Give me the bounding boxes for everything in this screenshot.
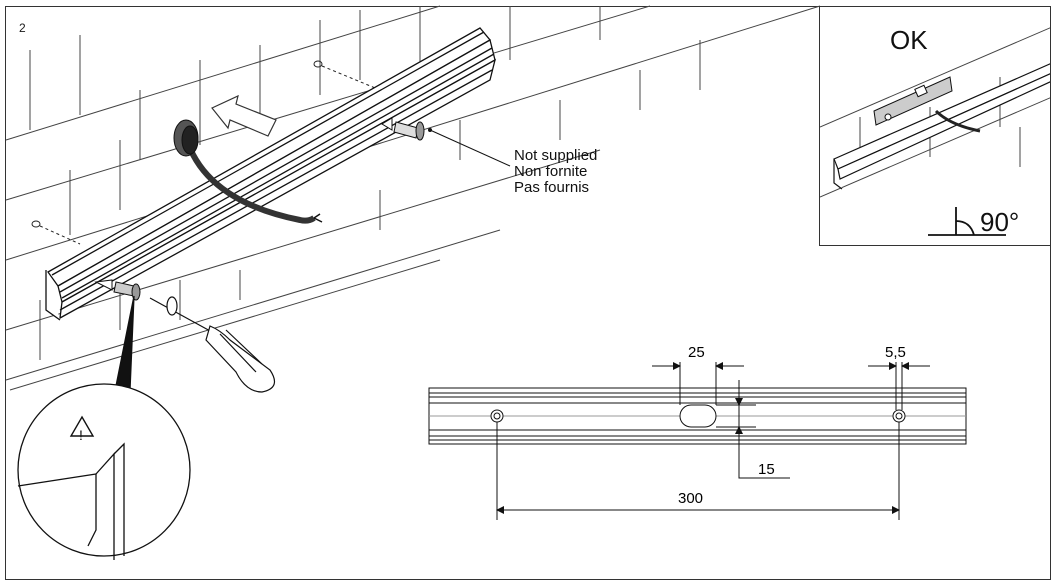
ok-label: OK: [890, 25, 928, 55]
warning-icon: !: [69, 415, 95, 443]
level-check-inset: OK 90°: [819, 6, 1051, 246]
inset-illustration: OK 90°: [820, 25, 1050, 237]
power-cable: [173, 119, 323, 224]
screwdriver: [149, 296, 276, 393]
dimension-lines: [496, 362, 930, 520]
svg-text:!: !: [79, 427, 83, 443]
detail-magnifier: [17, 295, 191, 560]
wall-plug-holes: [31, 60, 381, 245]
anchor-screw-left: [94, 279, 141, 301]
callout-line-fr: Pas fournis: [514, 179, 590, 196]
callout-leader: [429, 129, 511, 167]
anchor-screw-right: [381, 117, 425, 141]
dimension-15: 15: [758, 461, 775, 478]
dimension-5-5: 5,5: [885, 344, 906, 361]
angle-90-label: 90°: [980, 207, 1019, 237]
callout-line-it: Non fornite: [514, 163, 588, 180]
direction-arrow: [211, 94, 277, 137]
profile-rail: [45, 27, 496, 321]
spirit-level: [873, 76, 953, 126]
callout-line-en: Not supplied: [514, 147, 598, 164]
profile-drawing: [428, 387, 967, 445]
angle-icon: [928, 207, 1006, 236]
dimension-300: 300: [678, 490, 703, 507]
step-number: 2: [19, 21, 26, 35]
drawing-frame: [5, 6, 1051, 580]
dimension-25: 25: [688, 344, 705, 361]
brick-wall: [5, 5, 821, 391]
